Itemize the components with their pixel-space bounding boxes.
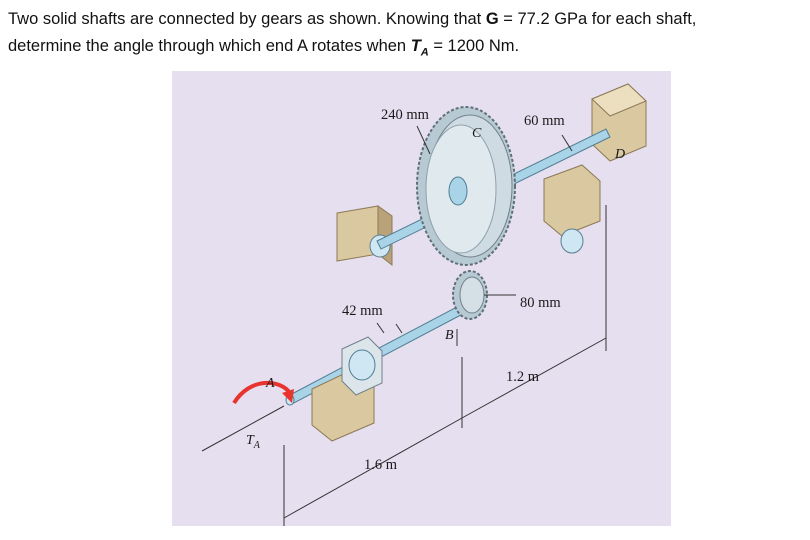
label-point-c: C	[472, 126, 482, 141]
label-r-small-a: 42 mm	[342, 303, 383, 319]
label-r-c: 240 mm	[381, 107, 430, 123]
dimension-lines	[201, 205, 607, 526]
label-r-b: 80 mm	[520, 295, 561, 311]
label-length-ab: 1.6 m	[364, 457, 398, 473]
label-point-a: A	[265, 376, 275, 391]
label-torque: TA	[246, 433, 261, 451]
gear-b	[452, 270, 488, 320]
torque-symbol: T	[410, 37, 421, 55]
dim-line-1-2m	[461, 337, 607, 419]
gear-shaft-figure: 240 mm 60 mm 42 mm 80 mm 1.2 m 1.6 m A B…	[172, 71, 671, 526]
label-point-b: B	[445, 328, 454, 343]
problem-statement: Two solid shafts are connected by gears …	[8, 6, 798, 66]
label-r-small-d: 60 mm	[524, 113, 565, 129]
torque-arrow-head	[282, 389, 294, 403]
bearing-a	[311, 336, 383, 442]
gear-shaft-diagram: 240 mm 60 mm 42 mm 80 mm 1.2 m 1.6 m A B…	[201, 83, 647, 526]
label-length-cd: 1.2 m	[506, 369, 540, 385]
shear-modulus-symbol: G	[485, 10, 499, 28]
torque-subscript: A	[420, 46, 429, 59]
torque-arrow	[232, 380, 292, 405]
axis-line-a	[201, 405, 285, 452]
problem-line-1: Two solid shafts are connected by gears …	[8, 10, 697, 28]
dim-line-1-6m	[283, 417, 463, 519]
bearing-left	[336, 205, 393, 267]
gear-c	[416, 106, 516, 266]
label-point-d: D	[614, 147, 625, 162]
problem-line-2: determine the angle through which end A …	[8, 37, 520, 59]
bearing-d	[591, 83, 647, 162]
bearing-middle	[543, 164, 601, 254]
leader-lines	[376, 125, 573, 346]
